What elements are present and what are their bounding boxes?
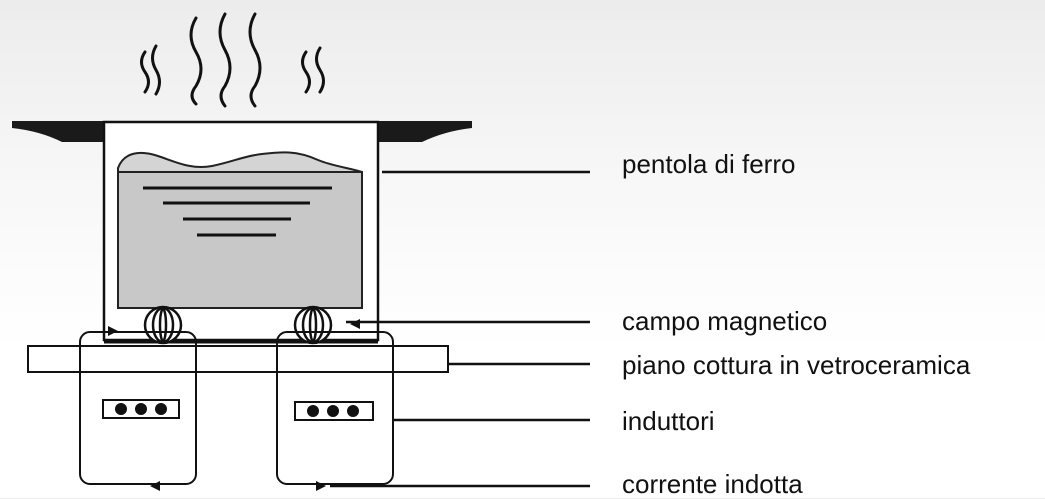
label-magnetic-field: campo magnetico xyxy=(622,306,828,336)
label-pot: pentola di ferro xyxy=(622,149,796,179)
magnetic-field-coil-left xyxy=(143,305,183,345)
arrow-icon xyxy=(316,481,326,491)
inductor-box-left xyxy=(79,331,197,485)
food-surface xyxy=(117,151,363,177)
inductor-box-right xyxy=(276,331,394,485)
label-inductors: induttori xyxy=(622,406,715,436)
leader-lines xyxy=(330,170,590,488)
arrow-icon xyxy=(150,481,160,491)
steam-wisps xyxy=(140,12,325,108)
label-induced-current: corrente indotta xyxy=(622,469,803,499)
label-cooktop: piano cottura in vetroceramica xyxy=(622,350,971,380)
inductor-connector-left xyxy=(102,399,180,419)
pot-contents xyxy=(117,171,363,309)
inductor-connector-right xyxy=(294,401,374,421)
liquid-lines xyxy=(143,186,332,237)
arrow-icon xyxy=(108,326,118,336)
magnetic-field-coil-right xyxy=(293,305,333,345)
ceramic-glass-cooktop xyxy=(27,345,449,373)
pan-rim xyxy=(12,121,472,142)
